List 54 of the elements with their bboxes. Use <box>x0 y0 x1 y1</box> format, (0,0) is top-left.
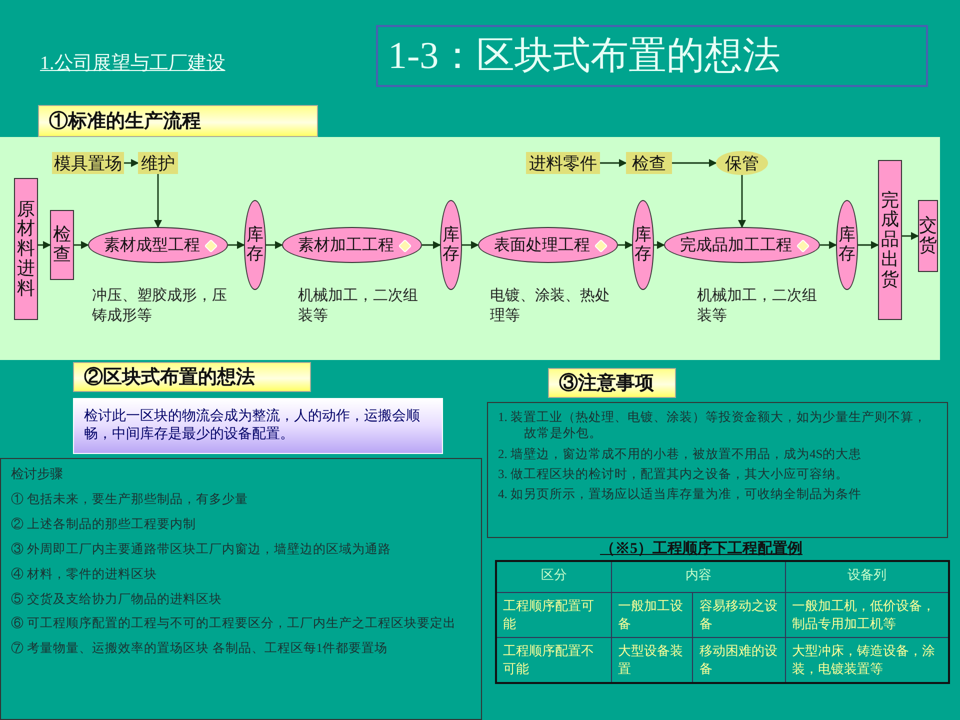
note-text: 1. 装置工业（热处理、电镀、涂装）等投资金额大，如为少量生产则不算，故常是外包。 <box>498 409 928 442</box>
description-box: 检讨此一区块的物流会成为整流，人的动作，运搬会顺畅，中间库存是最少的设备配置。 <box>73 398 443 454</box>
arrow <box>266 241 283 249</box>
process-box: 原材料进料 <box>14 178 38 320</box>
arrow <box>672 159 717 167</box>
step-text: ② 上述各制品的那些工程要内制 <box>11 516 198 533</box>
panel-heading: 检讨步骤 <box>11 465 64 483</box>
highlighted-step: 模具置场 <box>52 152 124 174</box>
arrow <box>858 241 879 249</box>
highlighted-step: 进料零件 <box>526 152 600 174</box>
arrow <box>654 241 665 249</box>
highlighted-step: 检查 <box>626 152 672 174</box>
process-box: 交货 <box>918 200 938 272</box>
arrow <box>74 241 89 249</box>
arrow <box>422 241 441 249</box>
note-text: 4. 如另页所示，置场应以适当库存量为准，可收纳全制品为条件 <box>498 486 862 502</box>
arrow <box>38 241 51 249</box>
arrow <box>820 241 837 249</box>
text-panel <box>487 402 948 538</box>
slide-title: 1-3：区块式布置的想法 <box>376 25 928 87</box>
table-title: （※5）工程顺序下工程配置例 <box>600 539 802 558</box>
step-text: ⑤ 交货及支给协力厂物品的进料区块 <box>11 590 224 608</box>
arrow <box>902 232 919 240</box>
step-text: ⑦ 考量物量、运搬效率的置场区块 各制品、工程区每1件都要置场 <box>11 640 388 658</box>
arrow <box>228 241 245 249</box>
section-header: ③注意事项 <box>548 368 676 398</box>
arrow <box>600 159 627 167</box>
subtitle: 1.公司展望与工厂建设 <box>40 52 226 76</box>
table-cell: 工程顺序配置可能 <box>496 592 612 638</box>
arrow <box>154 174 162 228</box>
section-header: ①标准的生产流程 <box>38 105 318 137</box>
arrow <box>462 241 479 249</box>
process-note: 机械加工，二次组装等 <box>697 286 817 326</box>
process-note: 冲压、塑胶成形，压铸成形等 <box>92 286 228 326</box>
table-header-cell: 区分 <box>496 561 612 592</box>
step-text: ③ 外周即工厂内主要通路带区块工厂内窗边，墙壁边的区域为通路 <box>11 540 392 558</box>
table-cell: 一般加工设备 <box>611 592 693 638</box>
table-header-cell: 内容 <box>611 561 786 592</box>
process-note: 机械加工，二次组装等 <box>298 286 418 326</box>
process-box: 检查 <box>50 210 74 280</box>
step-text: ④ 材料，零件的进料区块 <box>11 566 158 582</box>
text-panel <box>0 458 482 720</box>
note-text: 3. 做工程区块的检讨时，配置其内之设备，其大小应可容纳。 <box>498 466 850 482</box>
note-text: 2. 墙壁边，窗边常成不用的小巷，被放置不用品，成为4S的大患 <box>498 446 863 462</box>
arrow <box>618 241 633 249</box>
step-text: ⑥ 可工程顺序配置的工程与不可的工程要区分，工厂内生产之工程区块要定出 <box>11 615 458 632</box>
section-header: ②区块式布置的想法 <box>73 362 311 392</box>
step-text: ① 包括未来，要生产那些制品，有多少量 <box>11 491 250 508</box>
table-cell: 容易移动之设备 <box>692 592 786 638</box>
arrow <box>124 159 139 167</box>
arrow <box>738 175 746 228</box>
process-box: 完成品出货 <box>878 160 902 320</box>
process-note: 电镀、涂装、热处理等 <box>490 286 610 326</box>
highlighted-step: 维护 <box>138 152 178 174</box>
